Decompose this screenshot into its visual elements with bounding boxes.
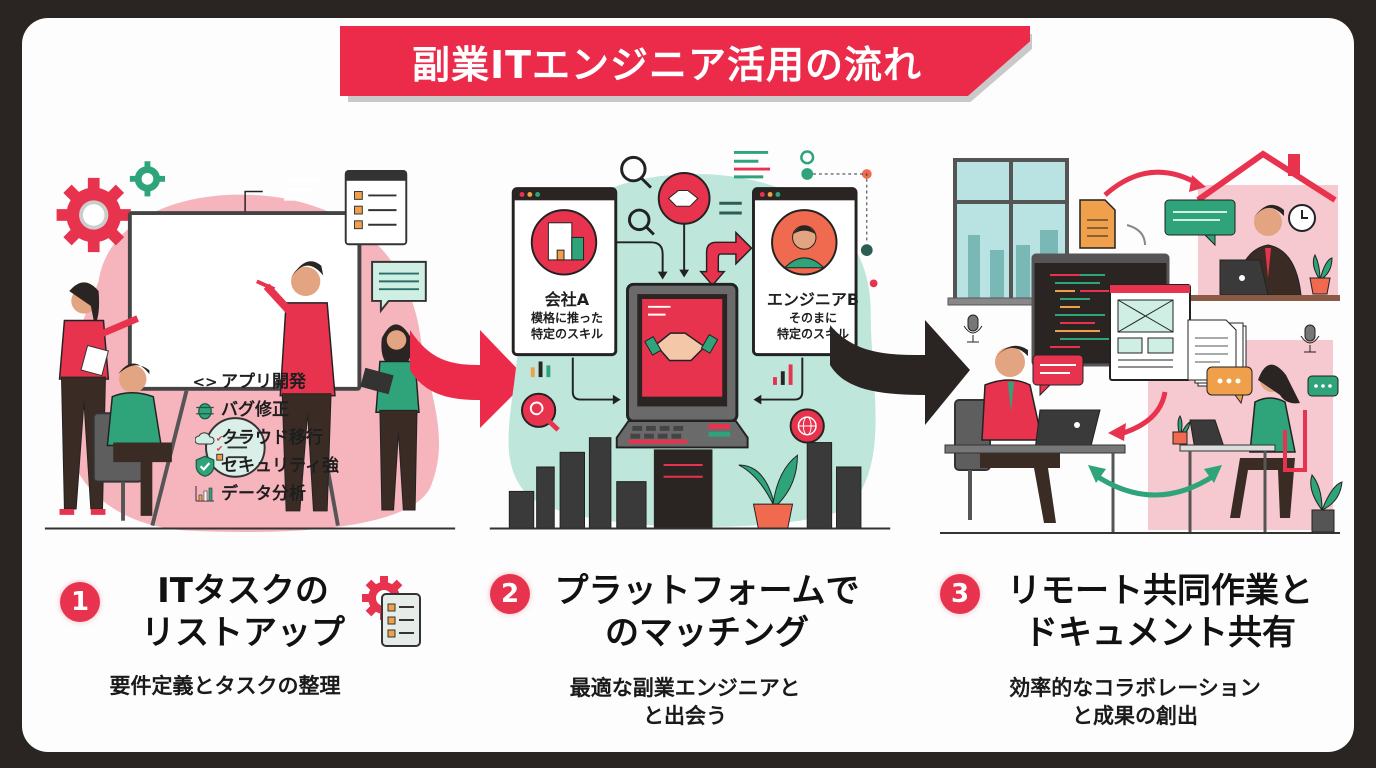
typing-bubble-icon bbox=[1206, 366, 1253, 405]
chat-bubble-icon bbox=[371, 260, 427, 314]
house-icon bbox=[1196, 150, 1337, 203]
step-title-line2: のマッチング bbox=[605, 613, 809, 653]
step-subtitle-line2: と出会う bbox=[643, 704, 727, 728]
document-icon bbox=[1079, 199, 1116, 249]
company-profile: 会社A 模格に推った 特定のスキル bbox=[516, 286, 618, 342]
whiteboard-task-list: <> アプリ開発 バグ修正 クラウド移行 セキュリティ強 データ分析 bbox=[192, 368, 339, 508]
task-item: <> アプリ開発 bbox=[192, 368, 339, 396]
person-woman-laptop bbox=[1189, 364, 1307, 518]
step-title-line1: プラットフォームで bbox=[554, 571, 860, 611]
person-man-suit bbox=[1219, 204, 1302, 296]
clock-icon bbox=[1288, 204, 1316, 232]
task-label: アプリ開発 bbox=[221, 372, 306, 392]
task-window-icon bbox=[344, 170, 408, 246]
exchange-arrow-icon bbox=[699, 230, 753, 287]
code-icon: <> bbox=[192, 373, 218, 391]
step-subtitle-line1: 要件定義とタスクの整理 bbox=[109, 674, 341, 698]
curved-arrow-icon bbox=[1119, 391, 1168, 437]
title-ribbon: 副業ITエンジニア活用の流れ bbox=[340, 26, 1030, 96]
bar-chart-icon bbox=[773, 364, 793, 385]
step-subtitle-line1: 効率的なコラボレーション bbox=[1009, 676, 1261, 700]
page-title: 副業ITエンジニア活用の流れ bbox=[411, 42, 923, 87]
matching-scene bbox=[489, 150, 891, 530]
step-1: 1 ITタスクの リストアップ 要件定義 bbox=[60, 570, 480, 700]
microphone-icon bbox=[1300, 324, 1320, 353]
cloud-icon bbox=[195, 431, 215, 445]
panel-task-listup-illustration: ✔ ✔ bbox=[40, 140, 460, 540]
panel-matching-illustration: 会社A 模格に推った 特定のスキル エンジニアB そのまに 特定のスキル bbox=[480, 140, 900, 540]
task-label: バグ修正 bbox=[221, 400, 289, 420]
step-subtitle-line2: と成果の創出 bbox=[1072, 704, 1198, 728]
task-label: データ分析 bbox=[221, 484, 306, 504]
chat-bubble-icon bbox=[1164, 199, 1236, 247]
step-subtitle-line1: 最適な副業エンジニアと bbox=[569, 676, 801, 700]
bug-icon bbox=[195, 400, 215, 420]
task-item: データ分析 bbox=[195, 480, 339, 508]
engineer-desc-line1: そのまに bbox=[788, 311, 837, 325]
step-number-badge: 3 bbox=[940, 574, 980, 614]
step-title-line1: リモート共同作業と bbox=[1007, 571, 1313, 611]
task-item: クラウド移行 bbox=[195, 424, 339, 452]
panel-remote-collab-illustration bbox=[930, 140, 1350, 540]
company-desc-line1: 模格に推った bbox=[530, 311, 603, 325]
plant-icon bbox=[1172, 415, 1191, 445]
task-item: セキュリティ強 bbox=[195, 452, 339, 480]
step-2: 2 プラットフォームで のマッチング 最適な副業エンジニアと と出会う bbox=[490, 570, 910, 730]
company-desc-line2: 特定のスキル bbox=[530, 327, 603, 341]
small-gear-icon bbox=[129, 161, 166, 197]
svg-text:✔: ✔ bbox=[216, 435, 223, 445]
bar-chart-icon bbox=[530, 361, 551, 378]
step-title-line2: リストアップ bbox=[141, 613, 345, 653]
step-3: 3 リモート共同作業と ドキュメント共有 効率的なコラボレーション と成果の創出 bbox=[940, 570, 1360, 730]
person-woman-pointing bbox=[58, 282, 140, 515]
step-number-badge: 1 bbox=[60, 582, 100, 622]
engineer-card bbox=[752, 187, 858, 357]
chat-bubble-icon bbox=[1032, 354, 1084, 397]
search-icon bbox=[627, 208, 655, 236]
company-card bbox=[511, 187, 618, 357]
two-way-arrow-icon bbox=[1093, 472, 1217, 498]
search-icon bbox=[620, 155, 652, 189]
task-listup-scene: ✔ ✔ bbox=[44, 161, 456, 532]
microphone-icon bbox=[963, 314, 983, 343]
task-label: セキュリティ強 bbox=[221, 456, 339, 476]
curved-arrow-icon bbox=[1103, 169, 1202, 197]
checklist-gear-icon bbox=[362, 576, 421, 647]
person-man-writing bbox=[256, 261, 336, 512]
step-number-badge: 2 bbox=[490, 574, 530, 614]
step-title-line1: ITタスクの bbox=[157, 571, 329, 611]
person-seated-man bbox=[92, 363, 172, 521]
task-label: クラウド移行 bbox=[221, 428, 323, 448]
person-woman-tablet bbox=[360, 324, 420, 511]
checklist-lines bbox=[284, 178, 319, 201]
company-name: 会社A bbox=[544, 290, 590, 309]
shield-check-icon bbox=[195, 455, 215, 478]
remote-collab-scene bbox=[940, 150, 1343, 534]
handshake-circle-icon bbox=[657, 172, 711, 225]
plant-icon bbox=[1309, 253, 1333, 295]
task-item: バグ修正 bbox=[195, 396, 339, 424]
flow-arrow-dark bbox=[830, 320, 970, 425]
step-title-line2: ドキュメント共有 bbox=[1024, 613, 1296, 653]
globe-circle-icon bbox=[789, 408, 825, 444]
matching-kiosk bbox=[615, 282, 749, 528]
plant-icon bbox=[1310, 473, 1343, 533]
flow-arrow-red bbox=[410, 330, 528, 428]
engineer-name: エンジニアB bbox=[766, 290, 860, 309]
wireframe-window bbox=[1109, 284, 1191, 381]
checklist-gear-icon: ✔ ✔ bbox=[205, 417, 266, 478]
bar-chart-icon bbox=[195, 486, 215, 502]
typing-bubble-icon bbox=[1307, 375, 1339, 397]
svg-text:✔: ✔ bbox=[216, 444, 223, 454]
gear-icon bbox=[56, 177, 131, 253]
search-circle-icon bbox=[521, 392, 560, 432]
